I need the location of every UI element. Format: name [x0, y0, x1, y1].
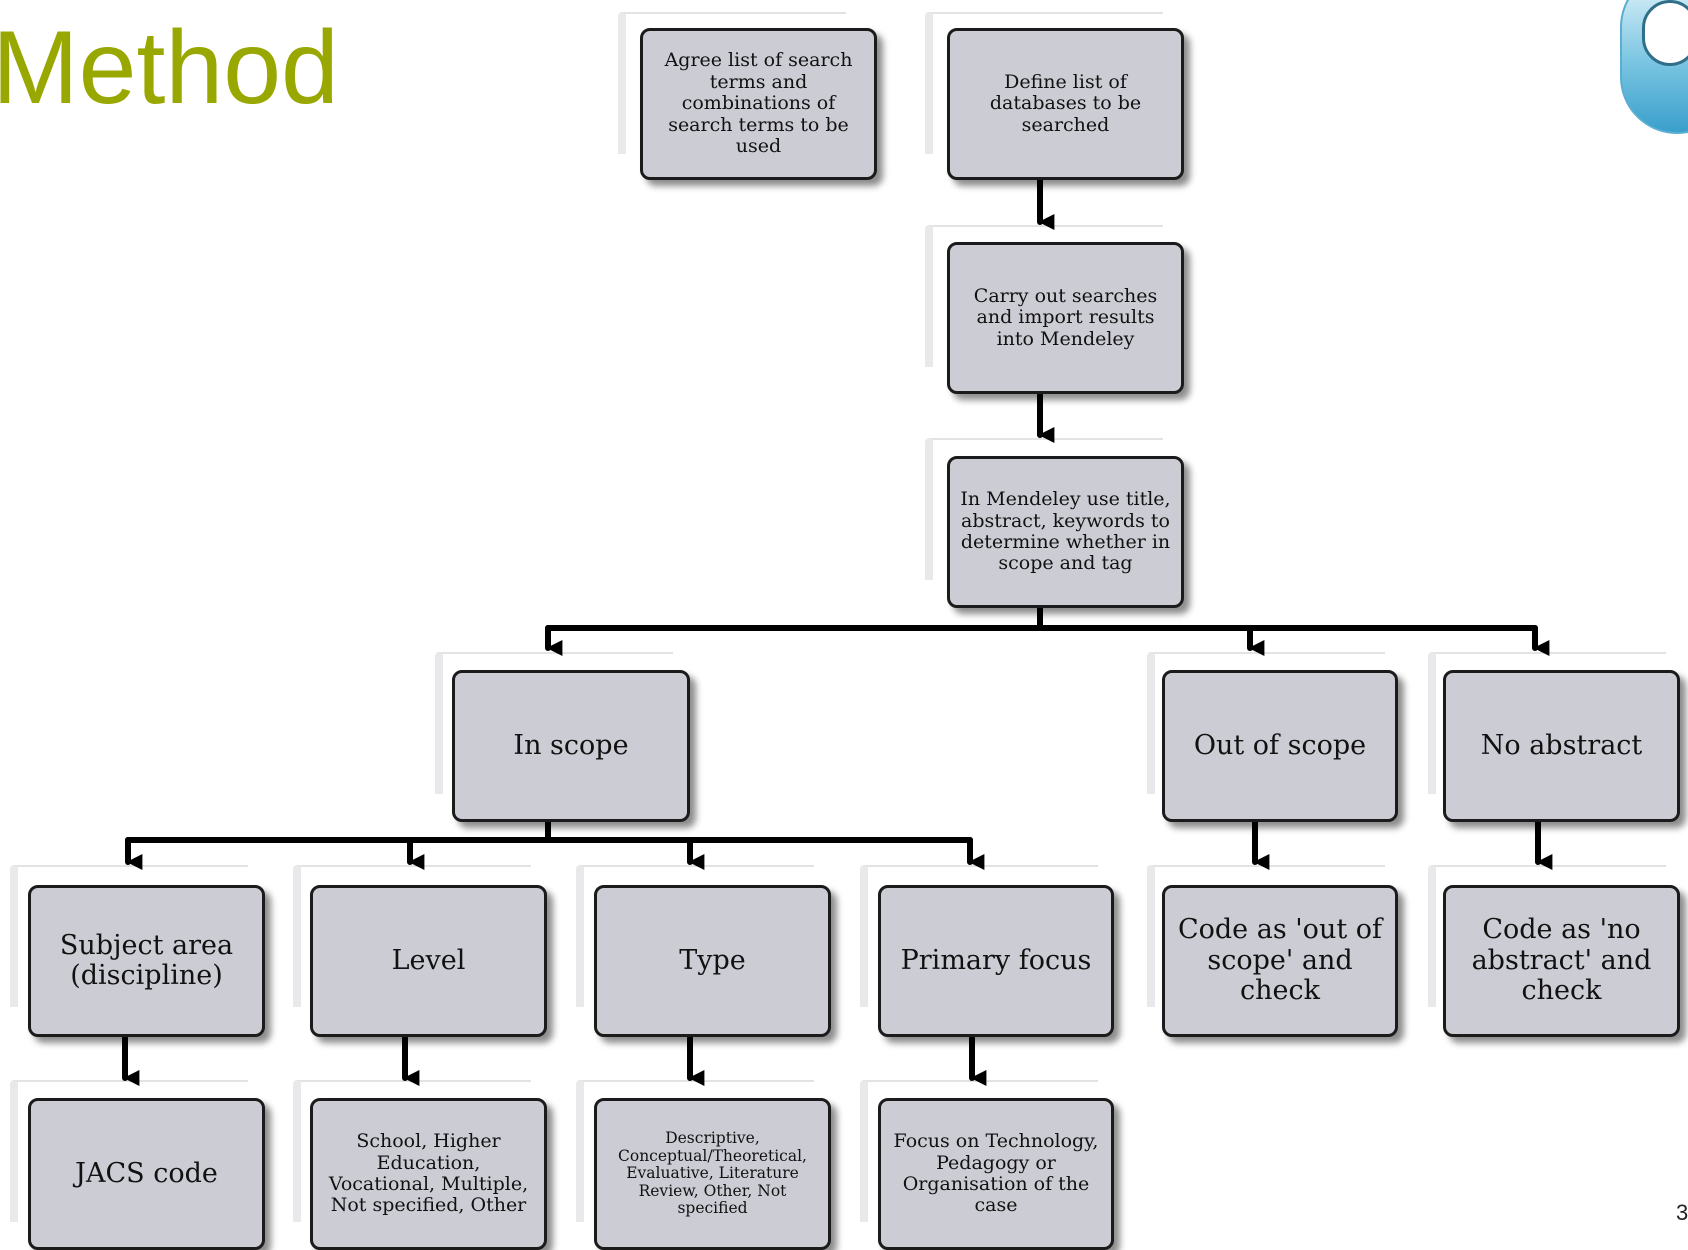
node-type-values: Descriptive, Conceptual/Theoretical, Eva… — [594, 1098, 831, 1250]
node-mendeley-screen: In Mendeley use title, abstract, keyword… — [947, 456, 1184, 608]
node-code-out-of-scope: Code as 'out of scope' and check — [1162, 885, 1398, 1037]
node-code-no-abstract: Code as 'no abstract' and check — [1443, 885, 1680, 1037]
node-primary-focus: Primary focus — [878, 885, 1114, 1037]
node-agree-terms: Agree list of search terms and combinati… — [640, 28, 877, 180]
node-type: Type — [594, 885, 831, 1037]
node-level-values: School, Higher Education, Vocational, Mu… — [310, 1098, 547, 1250]
logo-icon — [1620, 0, 1688, 134]
node-no-abstract: No abstract — [1443, 670, 1680, 822]
node-jacs-code: JACS code — [28, 1098, 265, 1250]
page-number: 3 — [1676, 1200, 1688, 1225]
slide-title: Method — [0, 10, 339, 126]
box-ghost — [618, 12, 846, 154]
node-subject-area: Subject area (discipline) — [28, 885, 265, 1037]
node-level: Level — [310, 885, 547, 1037]
box-ghost — [925, 12, 1163, 154]
node-in-scope: In scope — [452, 670, 690, 822]
box-ghost — [1147, 652, 1385, 794]
node-focus-values: Focus on Technology, Pedagogy or Organis… — [878, 1098, 1114, 1250]
node-carry-out-searches: Carry out searches and import results in… — [947, 242, 1184, 394]
node-out-of-scope: Out of scope — [1162, 670, 1398, 822]
node-define-databases: Define list of databases to be searched — [947, 28, 1184, 180]
